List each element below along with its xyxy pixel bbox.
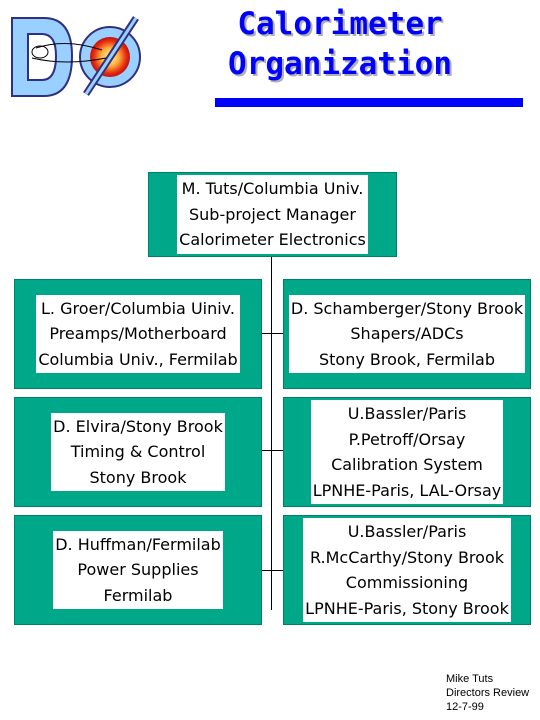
org-box-label: D. Schamberger/Stony Brook Shapers/ADCs … <box>288 294 526 374</box>
org-box-line: D. Elvira/Stony Brook <box>53 416 223 436</box>
org-box-schamberger: D. Schamberger/Stony Brook Shapers/ADCs … <box>283 279 531 389</box>
footer-date: 12-7-99 <box>446 701 484 713</box>
org-box-line: Shapers/ADCs <box>350 324 464 344</box>
do-logo-graphic <box>11 16 141 97</box>
org-box-line: LPNHE-Paris, LAL-Orsay <box>312 480 502 500</box>
footer-author: Mike Tuts <box>446 673 494 685</box>
title-line-2: Organization <box>228 46 452 82</box>
org-box-line: L. Groer/Columbia Uiniv. <box>41 298 235 318</box>
connector-row-3 <box>261 570 283 571</box>
org-box-line: Power Supplies <box>77 560 199 580</box>
org-box-line: U.Bassler/Paris <box>347 522 467 541</box>
org-box-huffman: D. Huffman/Fermilab Power Supplies Fermi… <box>14 515 262 625</box>
org-box-label: U.Bassler/Paris R.McCarthy/Stony Brook C… <box>303 518 511 622</box>
top-manager-line: M. Tuts/Columbia Univ. <box>181 179 364 199</box>
footer-event: Directors Review <box>446 687 530 699</box>
connector-row-1 <box>261 333 283 334</box>
org-box-elvira: D. Elvira/Stony Brook Timing & Control S… <box>14 397 262 507</box>
top-manager-label: M. Tuts/Columbia Univ. Sub-project Manag… <box>177 175 368 254</box>
org-box-line: Commissioning <box>345 573 469 592</box>
org-box-line: R.McCarthy/Stony Brook <box>309 547 504 567</box>
org-box-line: Calibration System <box>331 455 483 474</box>
title-line-1: Calorimeter <box>237 6 443 42</box>
connector-row-2 <box>261 450 283 451</box>
top-manager-box: M. Tuts/Columbia Univ. Sub-project Manag… <box>148 172 397 257</box>
org-box-line: Fermilab <box>103 585 173 605</box>
org-box-line: Timing & Control <box>70 442 206 462</box>
org-box-commissioning: U.Bassler/Paris R.McCarthy/Stony Brook C… <box>283 515 531 625</box>
org-box-label: L. Groer/Columbia Uiniv. Preamps/Motherb… <box>36 294 240 374</box>
title-underline <box>215 98 523 107</box>
org-box-line: Stony Brook <box>89 467 187 487</box>
slide-footer: Mike Tuts Directors Review 12-7-99 <box>446 672 529 714</box>
org-box-label: D. Elvira/Stony Brook Timing & Control S… <box>51 412 225 492</box>
org-box-groer: L. Groer/Columbia Uiniv. Preamps/Motherb… <box>14 279 262 389</box>
org-box-line: P.Petroff/Orsay <box>348 429 466 449</box>
org-box-line: D. Huffman/Fermilab <box>55 534 221 554</box>
org-box-line: Columbia Univ., Fermilab <box>38 349 238 369</box>
org-trunk-line <box>271 256 272 610</box>
do-logo <box>6 8 146 108</box>
org-box-calibration: U.Bassler/Paris P.Petroff/Orsay Calibrat… <box>283 397 531 507</box>
org-box-label: D. Huffman/Fermilab Power Supplies Fermi… <box>53 530 223 610</box>
org-box-line: LPNHE-Paris, Stony Brook <box>305 598 509 618</box>
org-box-line: Stony Brook, Fermilab <box>318 349 496 369</box>
top-manager-line: Sub-project Manager <box>189 204 356 224</box>
org-box-line: Preamps/Motherboard <box>49 324 227 344</box>
org-box-line: U.Bassler/Paris <box>347 404 467 423</box>
page-title: Calorimeter Organization <box>205 4 475 84</box>
org-box-line: D. Schamberger/Stony Brook <box>290 298 524 318</box>
top-manager-line: Calorimeter Electronics <box>179 230 366 250</box>
org-box-label: U.Bassler/Paris P.Petroff/Orsay Calibrat… <box>310 400 504 504</box>
